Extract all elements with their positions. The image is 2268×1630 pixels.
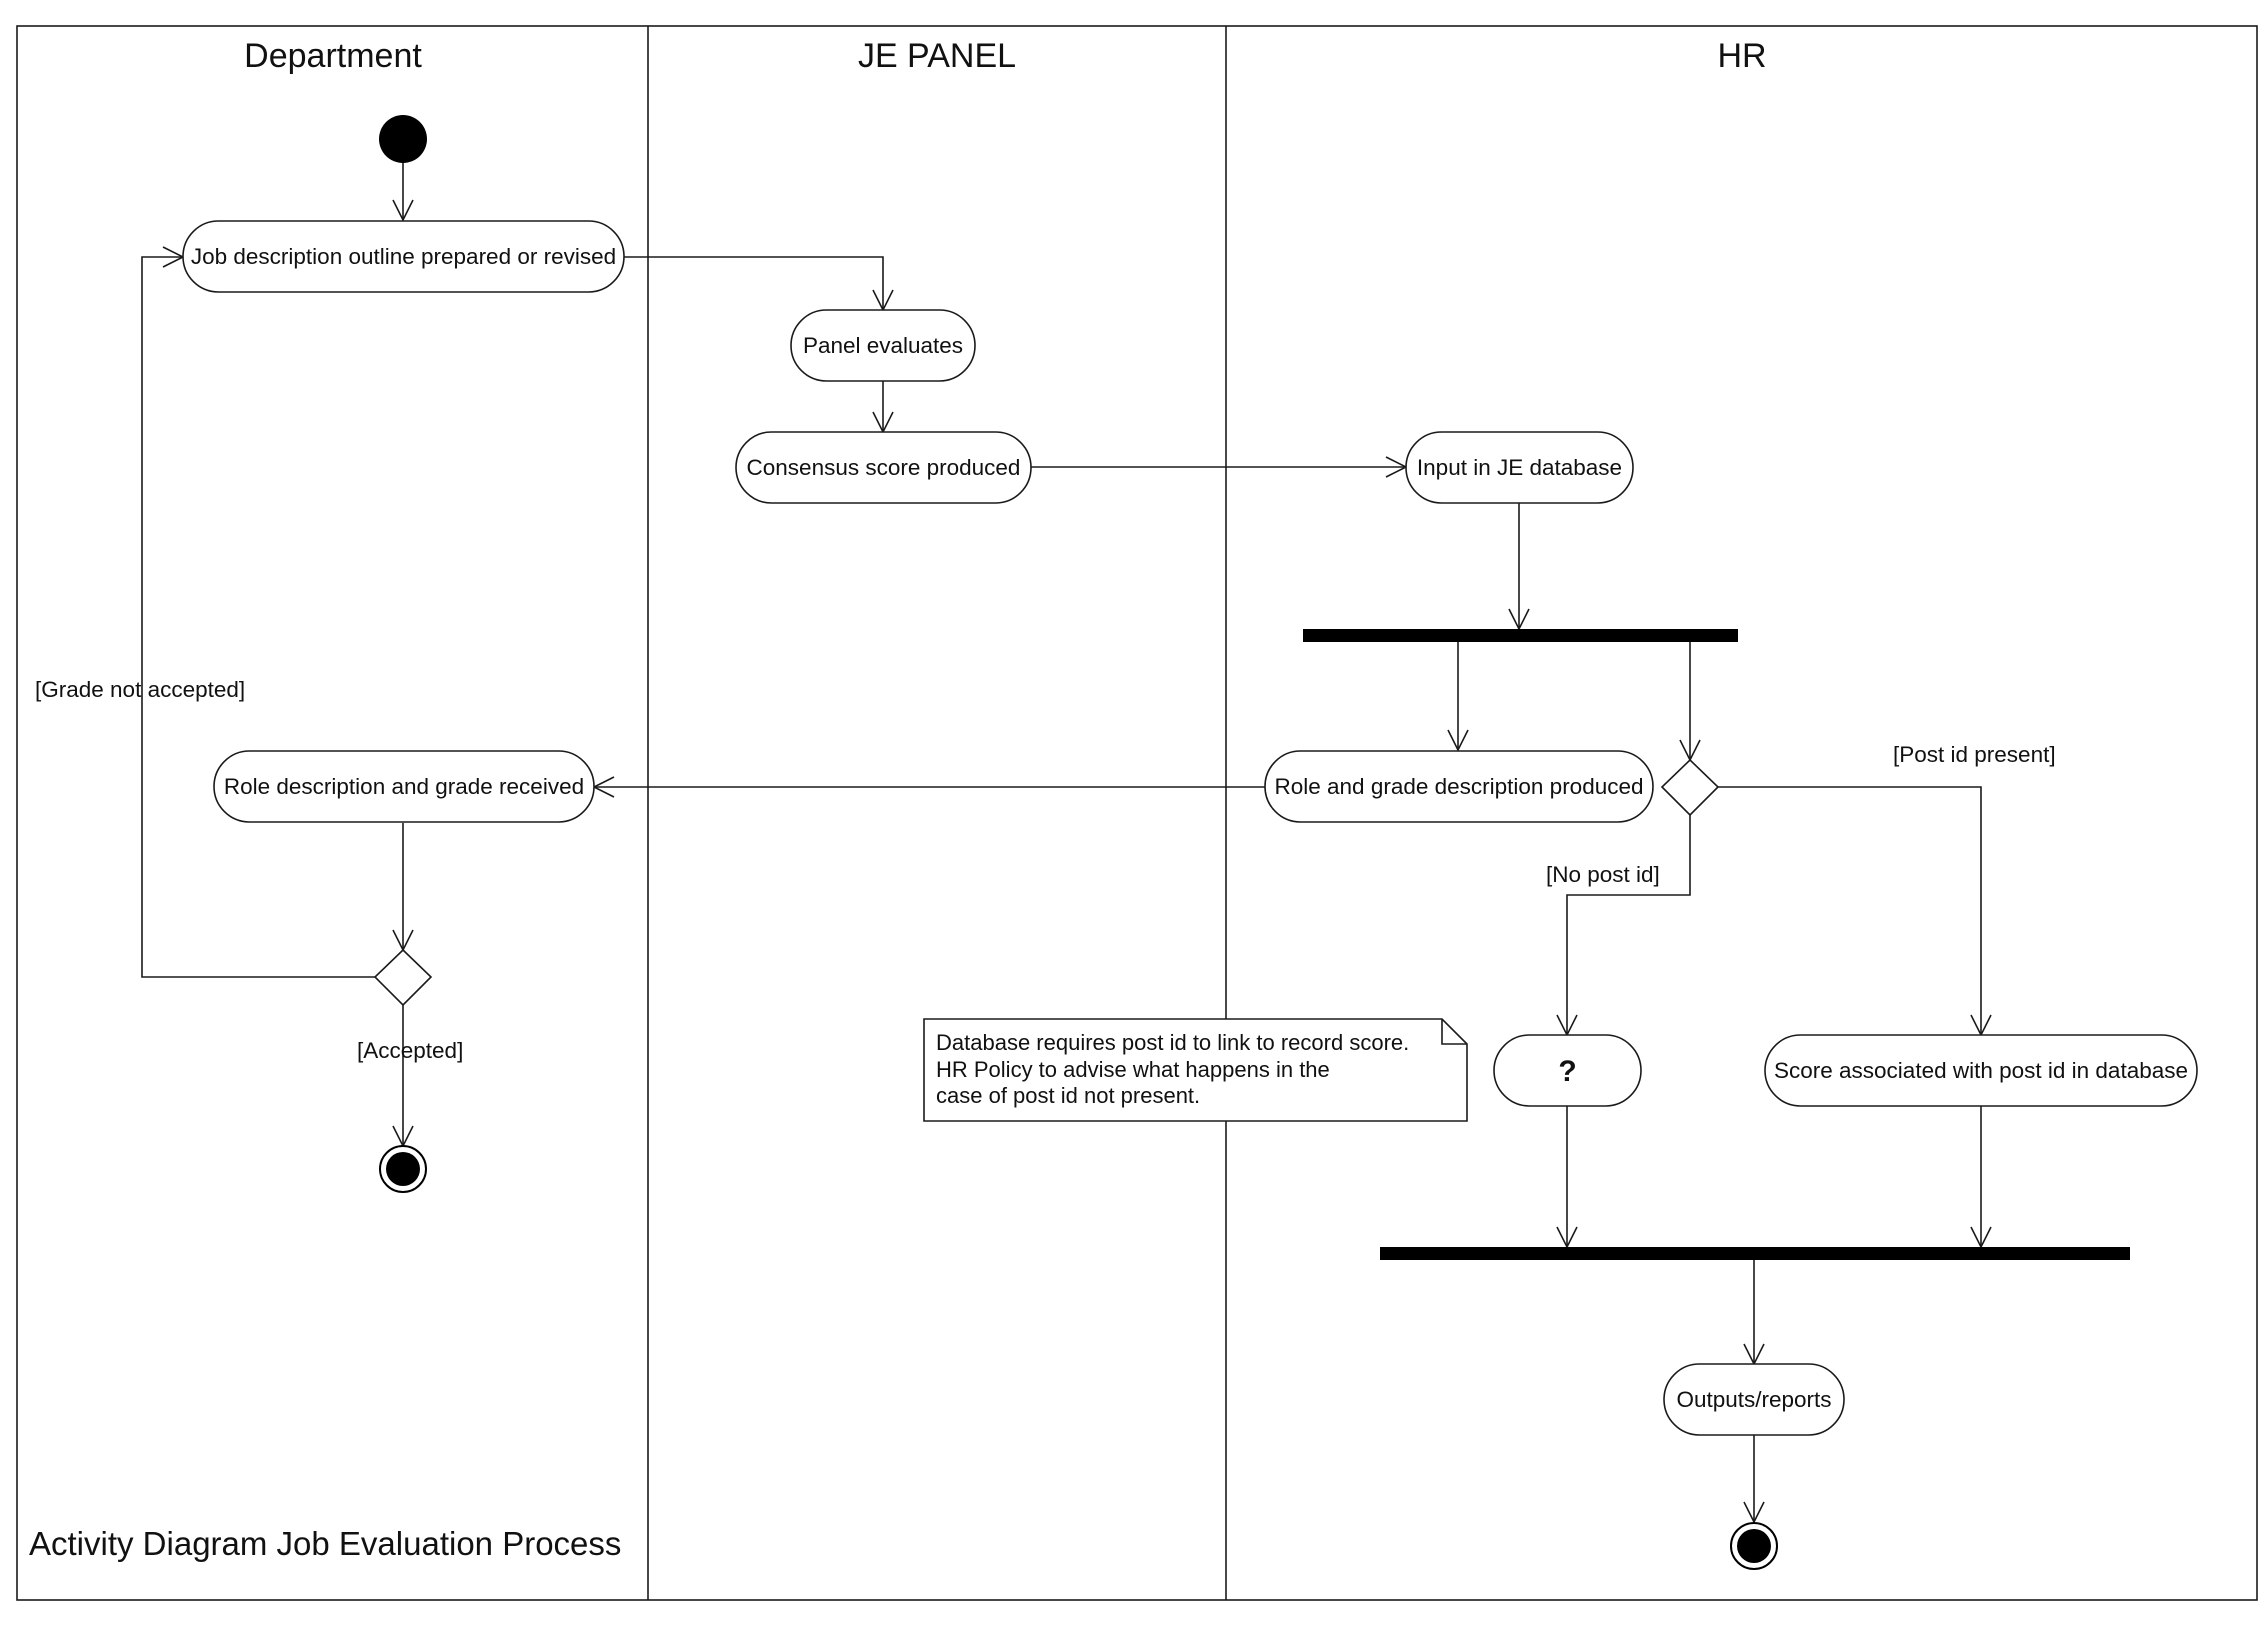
- arrowhead: [1447, 729, 1469, 752]
- note-line-1: Database requires post id to link to rec…: [936, 1030, 1409, 1055]
- activity-job-description[interactable]: Job description outline prepared or revi…: [182, 220, 625, 293]
- note-line-3: case of post id not present.: [936, 1083, 1200, 1108]
- activity-panel-evaluates-label: Panel evaluates: [803, 333, 963, 358]
- edge-job-description-to-panel-evaluates: [624, 256, 884, 310]
- diagram-frame: [16, 25, 2258, 1601]
- activity-input-je-database[interactable]: Input in JE database: [1405, 431, 1634, 504]
- activity-role-grade-produced[interactable]: Role and grade description produced: [1264, 750, 1654, 823]
- edge-post-id-present: [1718, 786, 1982, 1035]
- activity-outputs-reports-label: Outputs/reports: [1676, 1387, 1831, 1412]
- join-bar: [1380, 1247, 2130, 1260]
- diagram-caption: Activity Diagram Job Evaluation Process: [29, 1525, 621, 1562]
- decision-post-id: [1660, 758, 1720, 817]
- decision-grade-accepted: [373, 948, 433, 1007]
- guard-grade-not-accepted: [Grade not accepted]: [35, 677, 245, 702]
- activity-job-description-label: Job description outline prepared or revi…: [191, 244, 616, 269]
- note: Database requires post id to link to rec…: [923, 1018, 1468, 1122]
- activity-outputs-reports[interactable]: Outputs/reports: [1663, 1363, 1845, 1436]
- activity-consensus-score[interactable]: Consensus score produced: [735, 431, 1032, 504]
- activity-role-grade-produced-label: Role and grade description produced: [1275, 774, 1644, 799]
- activity-input-je-database-label: Input in JE database: [1417, 455, 1622, 480]
- activity-unknown-label: ?: [1558, 1055, 1576, 1088]
- lane-title-department: Department: [244, 37, 422, 75]
- guard-accepted: [Accepted]: [357, 1038, 463, 1063]
- activity-score-associated-label: Score associated with post id in databas…: [1774, 1058, 2188, 1083]
- activity-panel-evaluates[interactable]: Panel evaluates: [790, 309, 976, 382]
- edge-grade-not-accepted-loop: [141, 256, 375, 978]
- lane-title-hr: HR: [1717, 37, 1766, 75]
- final-node-hr: [1730, 1522, 1778, 1570]
- activity-consensus-score-label: Consensus score produced: [747, 455, 1021, 480]
- fork-bar: [1303, 629, 1738, 642]
- activity-role-grade-received-label: Role description and grade received: [224, 774, 584, 799]
- guard-no-post-id: [No post id]: [1546, 862, 1660, 887]
- note-line-2: HR Policy to advise what happens in the: [936, 1057, 1330, 1082]
- final-node-department: [379, 1145, 427, 1193]
- initial-node: [379, 115, 427, 163]
- activity-unknown[interactable]: ?: [1493, 1034, 1642, 1107]
- guard-post-id-present: [Post id present]: [1893, 742, 2056, 767]
- activity-score-associated[interactable]: Score associated with post id in databas…: [1764, 1034, 2198, 1107]
- edge-no-post-id: [1566, 815, 1691, 1035]
- arrowhead: [392, 199, 414, 222]
- lane-title-je-panel: JE PANEL: [858, 37, 1016, 75]
- activity-role-grade-received[interactable]: Role description and grade received: [213, 750, 595, 823]
